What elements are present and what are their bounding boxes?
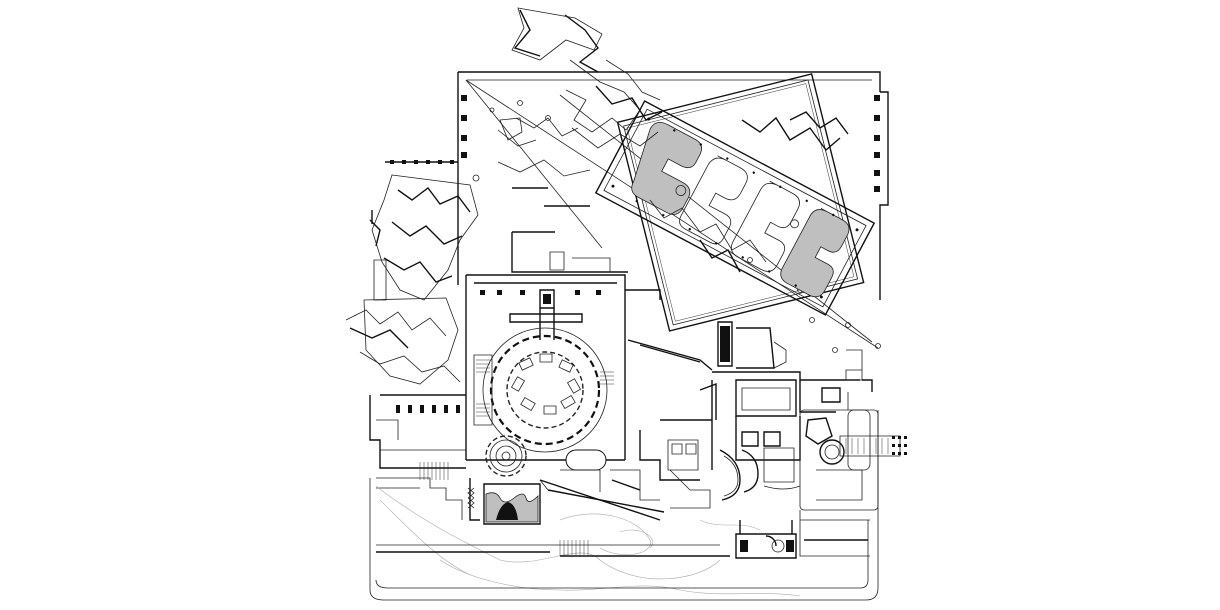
- rotated-pavilion: [618, 74, 864, 331]
- fragmented-walls-top: [498, 8, 848, 272]
- southern-landscape: [370, 410, 878, 600]
- west-wing: [370, 260, 466, 480]
- fragmented-walls-left: [346, 160, 478, 413]
- scattered-details: [473, 108, 870, 540]
- diagonal-gallery: [596, 101, 874, 315]
- central-building: [466, 232, 628, 476]
- east-wing: [566, 290, 872, 508]
- east-pavilion: [800, 410, 907, 510]
